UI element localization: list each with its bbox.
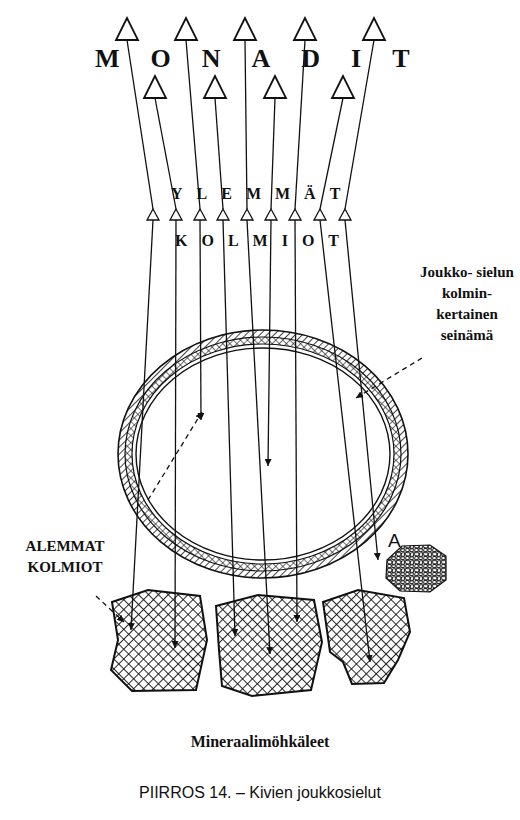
triad-triangle (217, 209, 229, 220)
letter-marker: A (388, 530, 401, 552)
triad-threads (131, 220, 378, 662)
mineral-lump (111, 590, 207, 691)
leader-lines (96, 358, 422, 622)
level-heading: MONADIT (95, 44, 441, 74)
monad-triangle (234, 18, 256, 40)
triad-triangle (289, 209, 301, 220)
thread-arrow (345, 220, 378, 560)
mineral-lump (323, 590, 410, 684)
thread-arrow (131, 220, 153, 630)
figure-caption: PIIRROS 14. – Kivien joukkosielut (0, 784, 520, 802)
monad-triangle (294, 18, 316, 40)
monad-triangle (332, 76, 354, 98)
wall-note: Joukko- sielun kolmin- kertainen seinämä (420, 262, 514, 346)
triad-triangle (147, 209, 159, 220)
triad-triangle (241, 209, 253, 220)
small-stone (386, 545, 446, 592)
thread-arrow (200, 220, 201, 420)
monad-triangle (116, 18, 138, 40)
thread-arrow (223, 220, 235, 636)
leader-arrow (356, 358, 422, 398)
leader-arrow (96, 596, 124, 622)
monad-triangle (144, 76, 166, 98)
triad-triangle (194, 209, 206, 220)
lump-heading: Mineraalimöhkäleet (0, 733, 520, 751)
outer-wall (118, 330, 408, 578)
thread-arrow (320, 220, 370, 662)
mineral-lumps (111, 545, 446, 696)
monad-triangle (363, 18, 385, 40)
leader-arrow (148, 412, 202, 500)
monad-triangle (175, 18, 197, 40)
group-soul-wall (118, 330, 408, 578)
triad-triangle (265, 209, 277, 220)
upper-triads (147, 209, 351, 220)
level-heading: KOLMIOT (175, 232, 353, 250)
monad-triangle (204, 76, 226, 98)
thread-arrow (295, 220, 297, 622)
triad-note: ALEMMAT KOLMIOT (16, 536, 114, 578)
thread-arrow (268, 220, 271, 466)
monad-triangle (264, 76, 286, 98)
thread-arrow (175, 220, 176, 648)
triad-triangle (339, 209, 351, 220)
thread-arrow (247, 220, 270, 654)
triad-triangle (170, 209, 182, 220)
triad-triangle (314, 209, 326, 220)
level-heading: YLEMMÄT (171, 185, 354, 203)
